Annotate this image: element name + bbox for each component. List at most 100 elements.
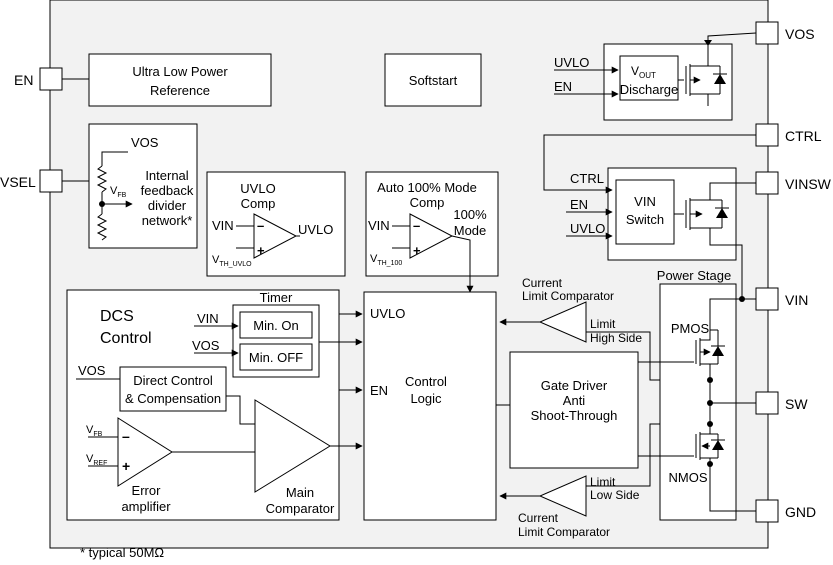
vin-switch-ctrl-label: CTRL (570, 171, 604, 186)
error-amplifier-triangle (117, 417, 173, 487)
gate-label-3: Shoot-Through (531, 408, 618, 423)
feedback-label-4: network* (142, 213, 193, 228)
feedback-label-3: divider (148, 198, 187, 213)
main-label-2: Comparator (266, 501, 335, 516)
auto-out-label-2: Mode (454, 223, 487, 238)
timer-vin-label: VIN (197, 311, 219, 326)
power-stage-block: Power Stage PMOS NMOS (638, 268, 756, 521)
cl-top-label-2: Limit Comparator (522, 289, 614, 303)
pin-en-label: EN (14, 72, 33, 88)
discharge-label: Discharge (620, 82, 679, 97)
gate-driver-block: Gate Driver Anti Shoot-Through (509, 351, 639, 469)
uvlo-comp-out-label: UVLO (298, 222, 333, 237)
timer-vos-label: VOS (192, 338, 220, 353)
feedback-vos-label: VOS (131, 135, 159, 150)
feedback-label-1: Internal (145, 168, 188, 183)
dcs-label-2: Control (100, 330, 152, 347)
dcs-control-block: DCS Control Timer Min. On Min. OFF VIN V… (66, 289, 340, 521)
nmos-label: NMOS (669, 470, 708, 485)
control-label-2: Logic (410, 391, 442, 406)
pin-gnd-label: GND (785, 504, 816, 520)
error-vref-label: VREF (86, 453, 107, 467)
auto-100-comp-block: Auto 100% Mode Comp – + VIN 100% Mode VT… (365, 171, 499, 277)
auto-out-label-1: 100% (453, 207, 487, 222)
pin-vin: VIN (755, 287, 808, 311)
pin-vsel: VSEL (0, 169, 63, 193)
pin-sw: SW (755, 391, 808, 415)
pmos-label: PMOS (671, 321, 710, 336)
auto-comp-minus: – (413, 218, 420, 233)
error-label-1: Error (132, 483, 162, 498)
error-vfb-label: VFB (86, 424, 103, 438)
cl-top-label-1: Current (522, 276, 563, 290)
control-uvlo-label: UVLO (370, 306, 405, 321)
limit-high-label-2: High Side (590, 331, 642, 345)
current-limit-low: Limit Low Side Current Limit Comparator (499, 423, 710, 539)
uvlo-comp-vin-label: VIN (212, 218, 234, 233)
vin-switch-block: VIN Switch (607, 167, 756, 299)
uvlo-comp-label-1: UVLO (240, 181, 275, 196)
auto-vin-label: VIN (368, 218, 390, 233)
feedback-vfb-label: VFB (110, 185, 127, 199)
auto-label-2: Comp (410, 195, 445, 210)
control-en-label: EN (370, 383, 388, 398)
direct-vos-label: VOS (78, 363, 106, 378)
auto-vth-label: VTH_100 (370, 253, 402, 267)
pin-vin-label: VIN (785, 292, 808, 308)
vin-switch-label-1: VIN (634, 194, 656, 209)
feedback-block: VOS VFB Internal feedback divider networ… (88, 123, 198, 249)
vin-switch-uvlo-label: UVLO (570, 221, 605, 236)
discharge-en-label: EN (554, 79, 572, 94)
dcs-label-1: DCS (100, 308, 134, 325)
error-plus: + (122, 458, 130, 474)
auto-comp-plus: + (413, 243, 421, 258)
reference-label-1: Ultra Low Power (132, 64, 228, 79)
uvlo-comp-vth-label: VTH_UVLO (212, 254, 252, 268)
gate-label-2: Anti (563, 393, 586, 408)
uvlo-comp-minus: – (257, 218, 264, 233)
cl-bot-label-1: Current (518, 511, 559, 525)
pin-en: EN (14, 67, 63, 91)
direct-label-2: & Compensation (125, 391, 221, 406)
pin-vsel-label: VSEL (0, 174, 36, 190)
control-logic-block: UVLO EN Control Logic (363, 291, 497, 521)
pin-vinsw-label: VINSW (785, 176, 832, 192)
vout-label: VOUT (631, 64, 656, 80)
pin-vinsw: VINSW (755, 171, 832, 195)
pin-ctrl: CTRL (755, 123, 822, 147)
discharge-block: VOUT Discharge (603, 32, 757, 121)
vin-switch-label-2: Switch (626, 212, 664, 227)
softstart-block: Softstart (384, 53, 482, 107)
pin-sw-label: SW (785, 396, 808, 412)
gate-label-1: Gate Driver (541, 378, 608, 393)
limit-low-label-1: Limit (590, 475, 616, 489)
feedback-label-2: feedback (141, 183, 194, 198)
cl-bot-label-2: Limit Comparator (518, 525, 610, 539)
softstart-label: Softstart (409, 73, 458, 88)
uvlo-comp-triangle (253, 213, 298, 259)
error-minus: – (122, 428, 130, 444)
limit-low-label-2: Low Side (590, 488, 640, 502)
min-on-label: Min. On (253, 318, 299, 333)
pin-vos: VOS (755, 21, 815, 45)
main-comparator-triangle (254, 399, 331, 493)
vin-switch-en-label: EN (570, 197, 588, 212)
discharge-uvlo-label: UVLO (554, 55, 589, 70)
uvlo-comp-label-2: Comp (241, 196, 276, 211)
auto-comp-triangle (409, 213, 454, 259)
main-label-1: Main (286, 485, 314, 500)
reference-block: Ultra Low Power Reference (88, 53, 272, 107)
uvlo-comp-plus: + (257, 243, 265, 258)
limit-high-label-1: Limit (590, 317, 616, 331)
auto-label-1: Auto 100% Mode (377, 180, 477, 195)
pin-gnd: GND (755, 499, 816, 523)
timer-label: Timer (260, 290, 293, 305)
pin-ctrl-label: CTRL (785, 128, 822, 144)
min-off-label: Min. OFF (249, 350, 303, 365)
error-label-2: amplifier (121, 499, 171, 514)
pin-vos-label: VOS (785, 26, 815, 42)
control-label-1: Control (405, 374, 447, 389)
power-stage-label: Power Stage (657, 268, 731, 283)
footnote: * typical 50MΩ (80, 545, 165, 560)
